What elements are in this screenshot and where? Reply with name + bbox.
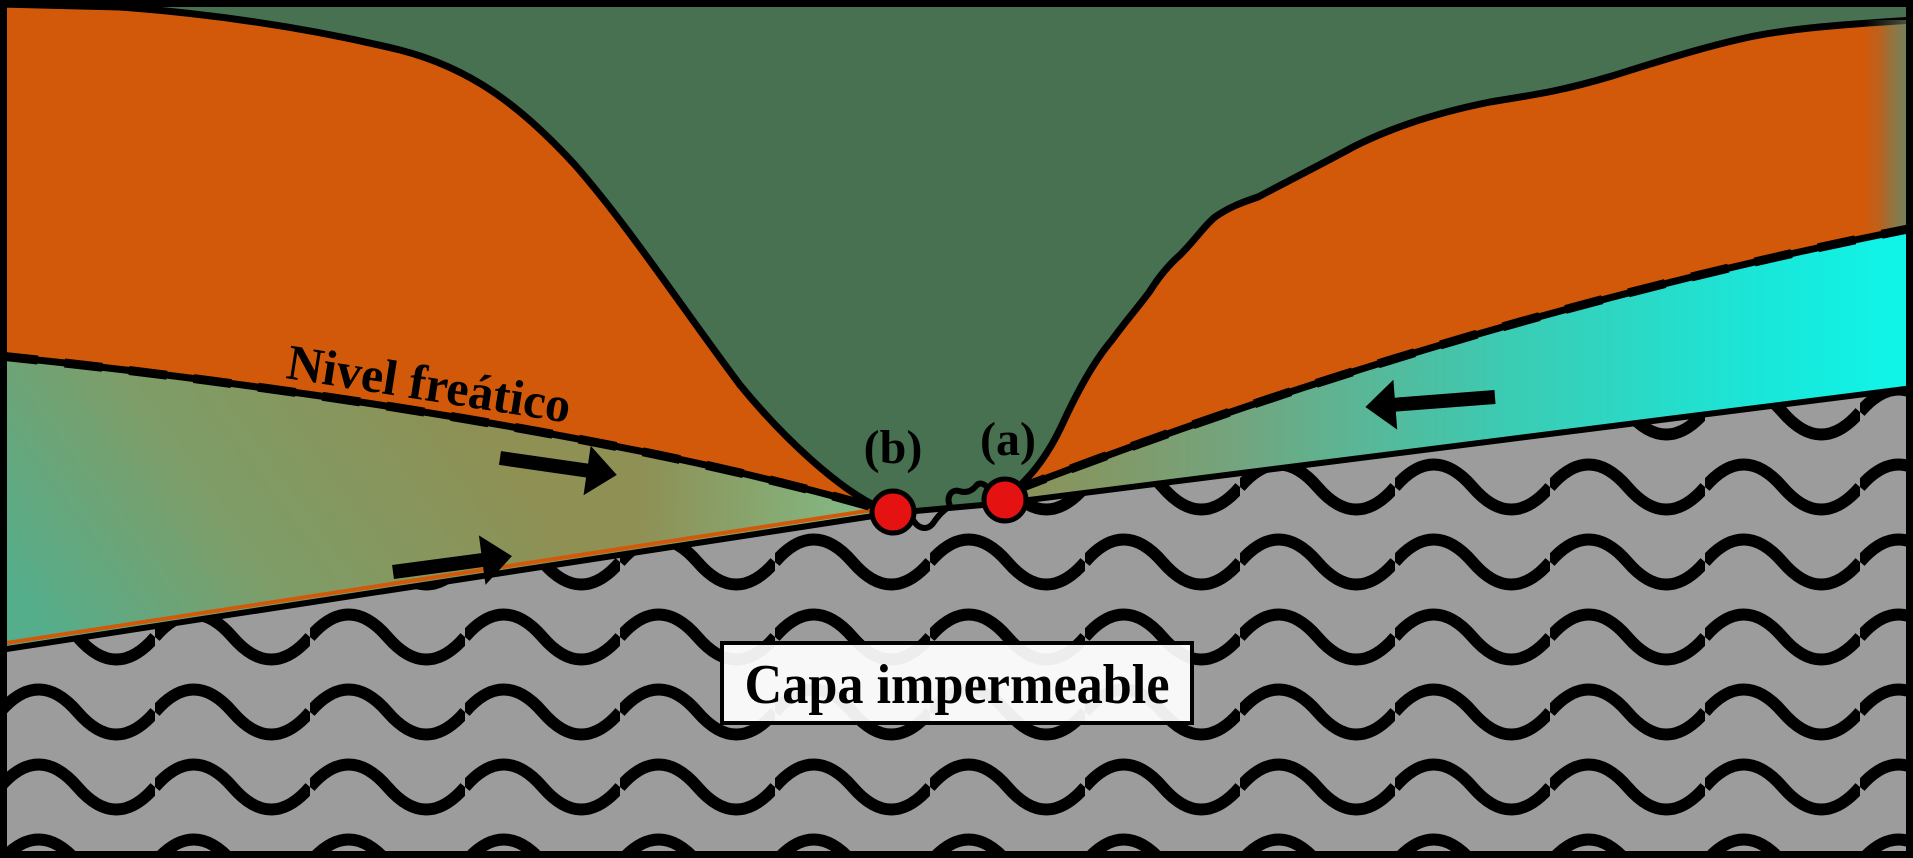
water-table-dashed-line-left xyxy=(0,351,895,518)
flow-arrows xyxy=(392,379,1496,585)
left-aquifer-wedge xyxy=(0,356,893,652)
impermeable-layer xyxy=(0,385,1913,858)
impermeable-label-background xyxy=(720,641,1194,725)
spring-b-marker xyxy=(869,488,917,536)
impermeable-layer-label: Capa impermeable xyxy=(745,654,1170,716)
right-edge-fade xyxy=(1864,20,1913,230)
right-flow-arrow-left-icon xyxy=(1365,379,1496,430)
springs: (b) (a) xyxy=(864,413,1036,536)
impermeable-layer-label-box: Capa impermeable xyxy=(720,641,1194,725)
spring-a-label: (a) xyxy=(980,413,1036,466)
left-aquifer-tip-highlight xyxy=(0,356,893,652)
water-table-dashed-line-right xyxy=(1008,223,1913,497)
spring-b-label: (b) xyxy=(864,421,923,474)
left-flow-lower-arrow-right-icon xyxy=(392,535,512,585)
aquifer-base-orange-line xyxy=(0,506,887,646)
impermeable-layer-wave-pattern xyxy=(0,388,1913,858)
spring-a-marker xyxy=(981,476,1029,524)
valley-stream-squiggle-icon xyxy=(909,480,991,531)
left-flow-upper-arrow-right-icon xyxy=(499,445,617,496)
right-aquifer-wedge xyxy=(1005,228,1913,503)
